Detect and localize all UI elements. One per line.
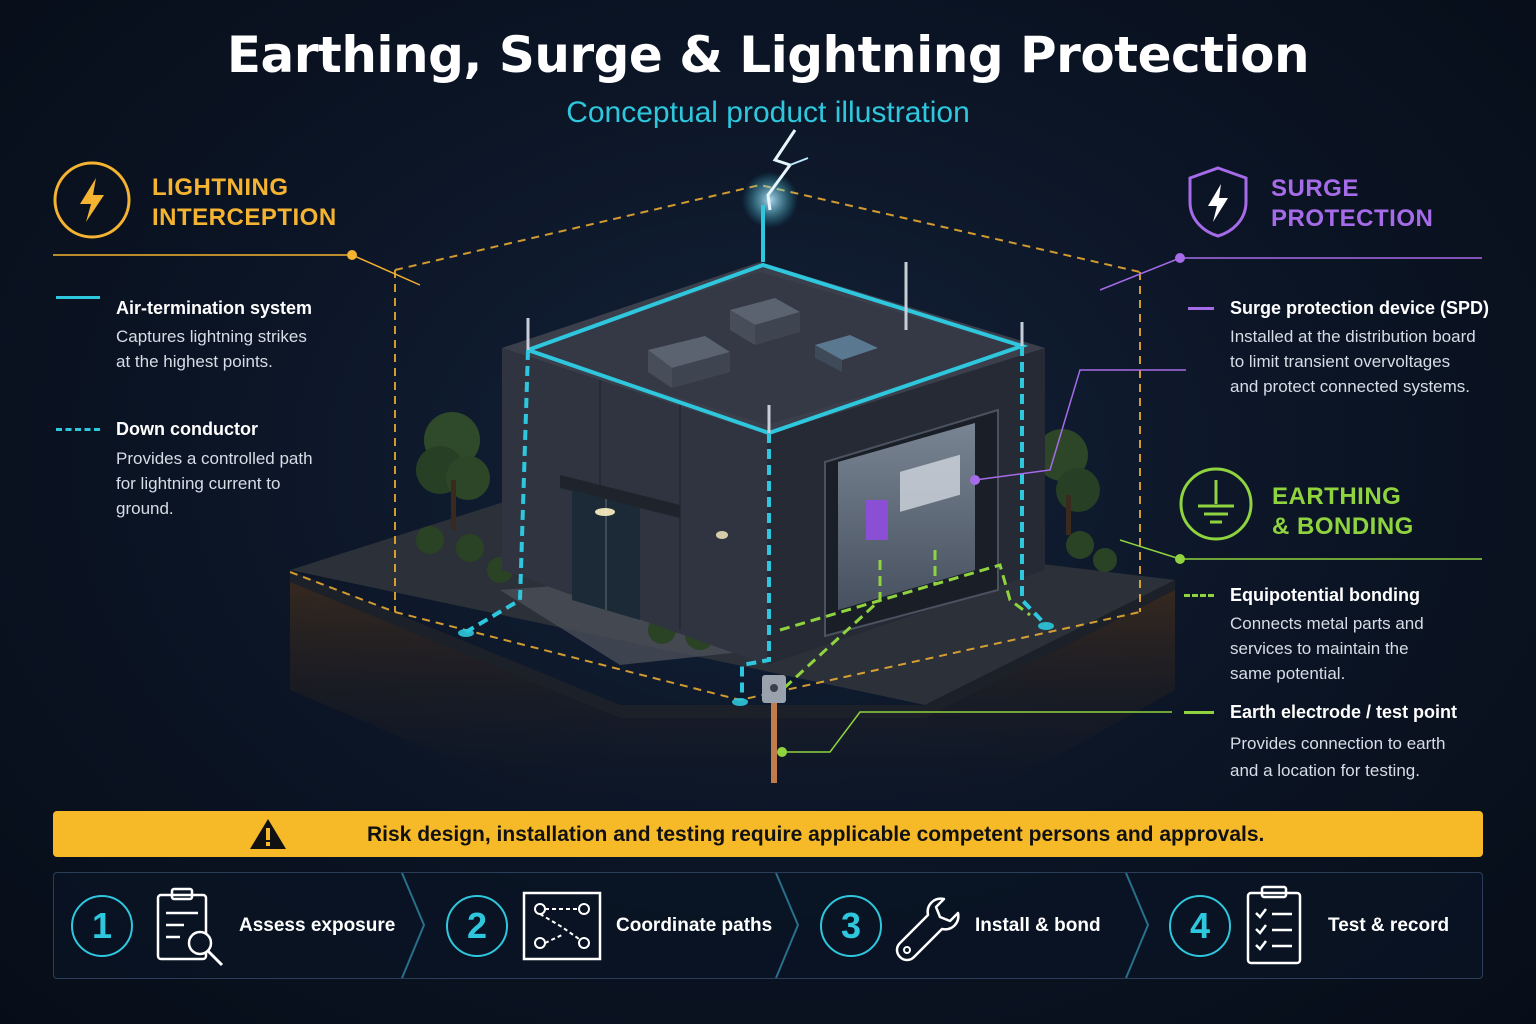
warning-text: Risk design, installation and testing re… — [367, 823, 1265, 846]
leader-lines — [53, 250, 1482, 757]
step-separators — [401, 873, 1150, 978]
step-4-label: Test & record — [1328, 915, 1450, 936]
step-4-number: 4 — [1169, 895, 1231, 957]
earth-electrode-description: Provides connection to earth and a locat… — [1230, 734, 1446, 780]
down-conductor-description: Provides a controlled path for lightning… — [116, 449, 313, 518]
earth-ground-icon — [1179, 467, 1253, 541]
lightning-bolt-icon — [53, 161, 131, 239]
step-1-number: 1 — [71, 895, 133, 957]
equipotential-bonding-description: Connects metal parts and services to mai… — [1230, 614, 1424, 683]
bonding-line-legend-icon — [1184, 594, 1214, 597]
wrench-icon — [895, 897, 960, 962]
step-3-number: 3 — [820, 895, 882, 957]
checklist-icon — [1246, 885, 1302, 965]
solid-line-legend-icon — [56, 296, 100, 299]
earth-electrode — [762, 675, 786, 783]
page-title: Earthing, Surge & Lightning Protection — [226, 26, 1310, 84]
step-2-number: 2 — [446, 895, 508, 957]
down-conductors — [464, 346, 1048, 700]
warning-triangle-icon — [250, 819, 286, 849]
shield-bolt-icon — [1188, 166, 1248, 238]
earth-terminations — [458, 622, 1054, 706]
air-termination-description: Captures lightning strikes at the highes… — [116, 327, 307, 371]
spd-module — [866, 500, 888, 540]
surge-heading: SURGE PROTECTION — [1271, 175, 1434, 232]
earthing-heading: EARTHING & BONDING — [1272, 483, 1414, 540]
surge-line-legend-icon — [1188, 307, 1214, 310]
air-terminal-rods — [526, 262, 1024, 433]
process-steps-panel: 1 Assess exposure 2 Coordinate paths 3 I… — [53, 872, 1483, 979]
page-subtitle: Conceptual product illustration — [566, 96, 970, 129]
electrode-line-legend-icon — [1184, 711, 1214, 714]
dashed-line-legend-icon — [56, 428, 100, 431]
warning-banner: Risk design, installation and testing re… — [53, 811, 1483, 857]
down-conductor-title: Down conductor — [116, 419, 258, 439]
step-2-label: Coordinate paths — [616, 915, 773, 936]
lightning-heading: LIGHTNING INTERCEPTION — [152, 174, 337, 231]
lightning-strike — [742, 129, 809, 228]
landscaping — [416, 412, 1117, 650]
step-1-label: Assess exposure — [239, 915, 396, 936]
equipotential-bonding-title: Equipotential bonding — [1230, 585, 1420, 605]
building — [502, 262, 1045, 665]
equipotential-bonding-lines — [779, 550, 1031, 692]
path-diagram-icon — [522, 891, 602, 961]
spd-title: Surge protection device (SPD) — [1230, 298, 1490, 318]
air-termination-title: Air-termination system — [116, 298, 313, 318]
spd-description: Installed at the distribution board to l… — [1230, 327, 1476, 396]
clipboard-search-icon — [156, 887, 224, 967]
earth-electrode-title: Earth electrode / test point — [1230, 702, 1458, 722]
step-3-label: Install & bond — [975, 915, 1101, 936]
